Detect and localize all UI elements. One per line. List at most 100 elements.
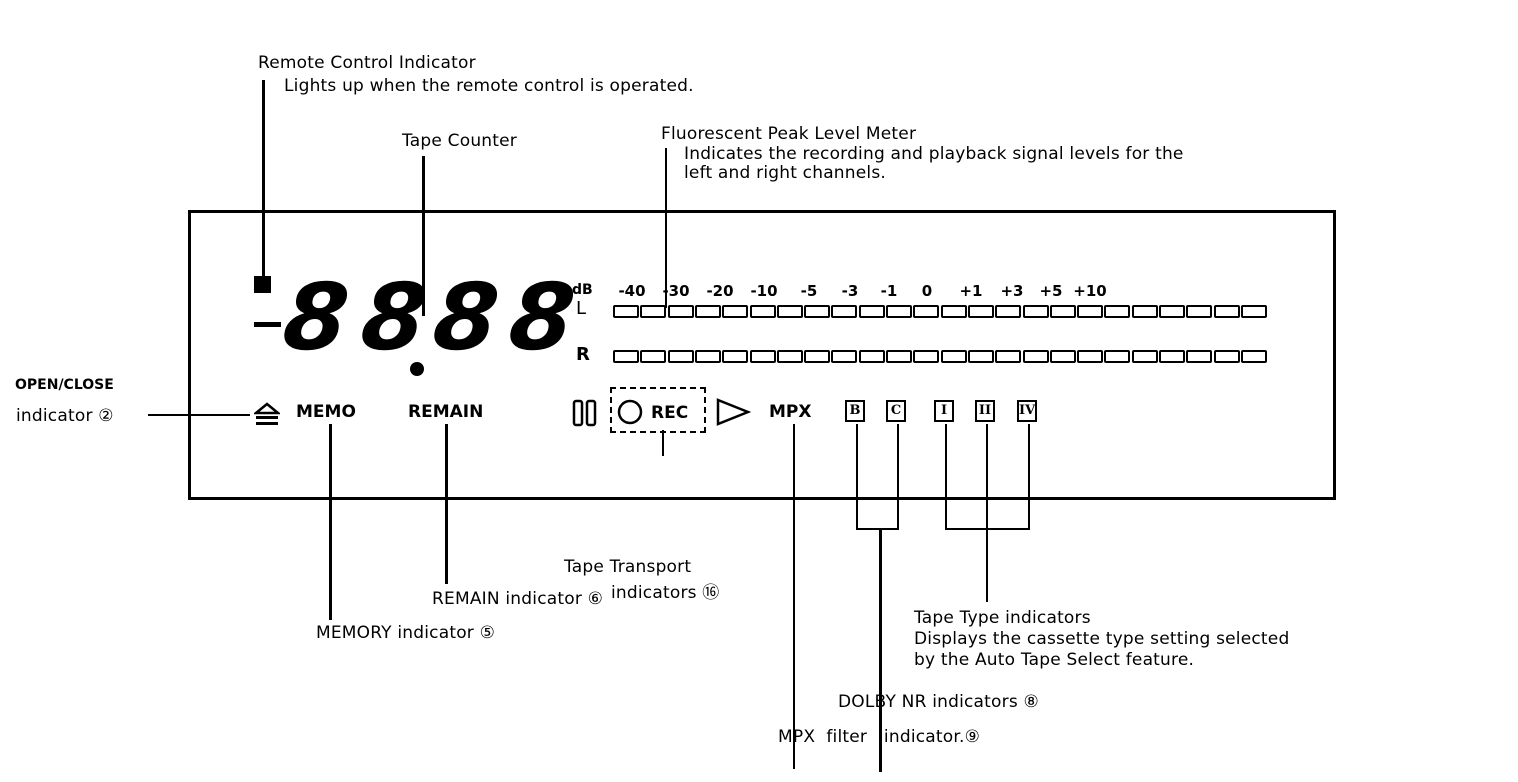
mpx-indicator: MPX <box>769 402 812 422</box>
meter-right-segment <box>1186 350 1212 363</box>
peak-meter-desc-2: left and right channels. <box>684 163 887 183</box>
meter-right-segment <box>913 350 939 363</box>
meter-right-segment <box>1132 350 1158 363</box>
meter-left-segment <box>1241 305 1267 318</box>
tape-bracket-left <box>945 424 947 530</box>
meter-right-segment <box>1104 350 1130 363</box>
meter-left-segment <box>859 305 885 318</box>
meter-right-segment <box>722 350 748 363</box>
tape-type-1-indicator: I <box>934 400 954 422</box>
meter-left-segment <box>941 305 967 318</box>
meter-left-segment <box>831 305 857 318</box>
dolby-leader-line <box>879 528 882 772</box>
meter-left-segment <box>1077 305 1103 318</box>
db-tick-label: +10 <box>1073 282 1107 300</box>
db-tick-label: -40 <box>618 282 646 300</box>
remote-control-desc: Lights up when the remote control is ope… <box>284 76 694 96</box>
meter-right-segment <box>995 350 1021 363</box>
tape-counter-label: Tape Counter <box>402 131 517 151</box>
meter-right-segment <box>1023 350 1049 363</box>
meter-right-segment <box>941 350 967 363</box>
dolby-bracket-bottom <box>856 528 899 530</box>
tape-type-desc-2: by the Auto Tape Select feature. <box>914 650 1195 670</box>
db-tick-label: -5 <box>800 282 818 300</box>
meter-left-segment <box>1186 305 1212 318</box>
meter-right-segment <box>886 350 912 363</box>
db-tick-label: 0 <box>921 282 933 300</box>
decimal-point <box>410 362 424 376</box>
tape-transport-label-1: Tape Transport <box>564 557 692 577</box>
meter-right-segment <box>750 350 776 363</box>
meter-left-segment <box>995 305 1021 318</box>
eject-icon <box>254 402 280 425</box>
tape-transport-label-2: indicators ⑯ <box>611 583 720 603</box>
meter-right-segment <box>695 350 721 363</box>
memo-indicator: MEMO <box>296 402 356 422</box>
rec-dashed-box <box>610 387 706 433</box>
memory-indicator-label: MEMORY indicator ⑤ <box>316 623 496 643</box>
meter-left-segment <box>804 305 830 318</box>
remain-leader-line <box>445 424 448 584</box>
dolby-bracket-left <box>856 424 858 530</box>
display-panel-frame <box>188 210 1336 500</box>
remain-indicator: REMAIN <box>408 402 484 422</box>
meter-left-segment <box>668 305 694 318</box>
mpx-filter-label: MPX filter indicator.⑨ <box>778 727 981 747</box>
memo-leader-line <box>329 424 332 620</box>
channel-left-label: L <box>576 298 587 319</box>
remote-control-title: Remote Control Indicator <box>258 53 476 73</box>
counter-digit-2: 8 <box>356 264 432 371</box>
db-label: dB <box>572 282 593 298</box>
db-tick-label: -1 <box>880 282 898 300</box>
meter-left-segment <box>750 305 776 318</box>
remote-square-icon <box>254 276 271 293</box>
rec-indicator: REC <box>651 403 689 423</box>
meter-right-segment <box>1241 350 1267 363</box>
counter-digit-1: 8 <box>278 264 354 371</box>
tape-type-desc-1: Displays the cassette type setting selec… <box>914 629 1290 649</box>
meter-right-segment <box>1214 350 1240 363</box>
tape-type-title: Tape Type indicators <box>914 608 1091 628</box>
remote-leader-line <box>262 80 265 276</box>
meter-left-segment <box>640 305 666 318</box>
meter-right-segment <box>1050 350 1076 363</box>
meter-right-segment <box>859 350 885 363</box>
meter-right-segment <box>640 350 666 363</box>
db-tick-label: +1 <box>959 282 983 300</box>
meter-left-segment <box>1214 305 1240 318</box>
meter-right-segment <box>668 350 694 363</box>
meter-right-segment <box>968 350 994 363</box>
meter-left-segment <box>695 305 721 318</box>
meter-left-segment <box>1023 305 1049 318</box>
remain-indicator-label: REMAIN indicator ⑥ <box>432 589 604 609</box>
tape-bracket-mid <box>986 424 988 530</box>
meter-left-segment <box>1132 305 1158 318</box>
pause-icon <box>572 399 597 427</box>
play-triangle-icon <box>716 398 751 426</box>
meter-left-segment <box>913 305 939 318</box>
dolby-nr-label: DOLBY NR indicators ⑧ <box>838 692 1039 712</box>
minus-segment <box>254 322 281 327</box>
dolby-c-indicator: C <box>886 400 906 422</box>
meter-left-segment <box>1050 305 1076 318</box>
db-tick-label: -30 <box>662 282 690 300</box>
channel-right-label: R <box>576 344 590 365</box>
tape-bracket-right <box>1028 424 1030 530</box>
meter-right-segment <box>1159 350 1185 363</box>
db-tick-label: +5 <box>1039 282 1063 300</box>
meter-left-segment <box>777 305 803 318</box>
tape-type-2-indicator: II <box>975 400 995 422</box>
db-tick-label: -10 <box>750 282 778 300</box>
meter-left-segment <box>1104 305 1130 318</box>
open-close-leader-line <box>148 414 250 416</box>
rec-leader-line <box>662 430 664 456</box>
mpx-leader-line <box>793 424 795 769</box>
meter-right-segment <box>831 350 857 363</box>
meter-left-segment <box>613 305 639 318</box>
meter-right-segment <box>613 350 639 363</box>
db-tick-label: -20 <box>706 282 734 300</box>
counter-digit-3: 8 <box>428 264 504 371</box>
db-tick-label: -3 <box>841 282 859 300</box>
meter-right-segment <box>804 350 830 363</box>
meter-left-segment <box>722 305 748 318</box>
